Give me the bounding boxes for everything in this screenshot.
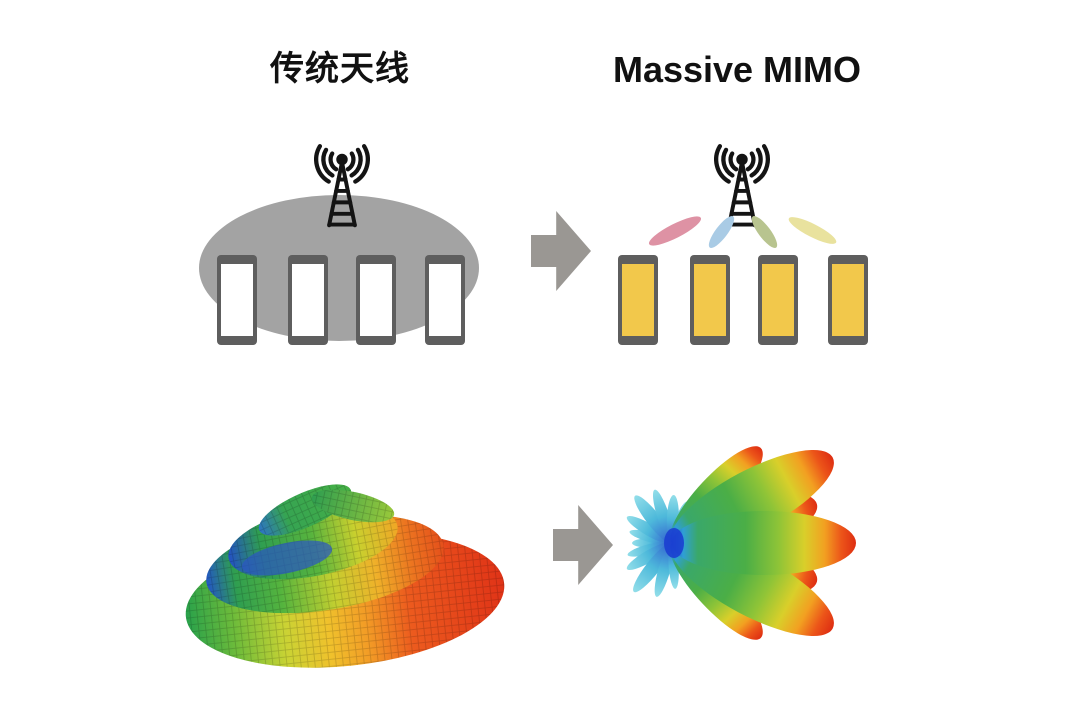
phone: [618, 255, 658, 345]
cell-tower-icon: [714, 144, 770, 228]
beamformed-radiation-pattern: [626, 446, 856, 640]
phone: [828, 255, 868, 345]
signal-waves-right-icon: [345, 144, 370, 184]
phone-screen: [429, 264, 461, 336]
right-arrow-icon: [553, 505, 613, 585]
phone-screen: [762, 264, 794, 336]
beam-yellow: [785, 212, 840, 249]
phone-screen: [832, 264, 864, 336]
phone: [217, 255, 257, 345]
right-column-title: Massive MIMO: [612, 49, 862, 90]
phone-screen: [292, 264, 324, 336]
phone: [690, 255, 730, 345]
phone: [758, 255, 798, 345]
phone: [288, 255, 328, 345]
phone: [356, 255, 396, 345]
phone-screen: [360, 264, 392, 336]
phone: [425, 255, 465, 345]
beam-origin: [664, 528, 684, 558]
signal-waves-left-icon: [314, 144, 339, 184]
signal-waves-left-icon: [714, 144, 739, 184]
right-arrow-icon: [531, 211, 591, 291]
phone-screen: [221, 264, 253, 336]
signal-waves-right-icon: [745, 144, 770, 184]
left-column-title: 传统天线: [270, 50, 410, 88]
omnidirectional-radiation-pattern: [185, 484, 505, 668]
cell-tower-icon: [314, 144, 370, 228]
beam-pink: [645, 211, 705, 251]
phone-screen: [694, 264, 726, 336]
main-beam-lobes: [669, 446, 856, 640]
phone-screen: [622, 264, 654, 336]
